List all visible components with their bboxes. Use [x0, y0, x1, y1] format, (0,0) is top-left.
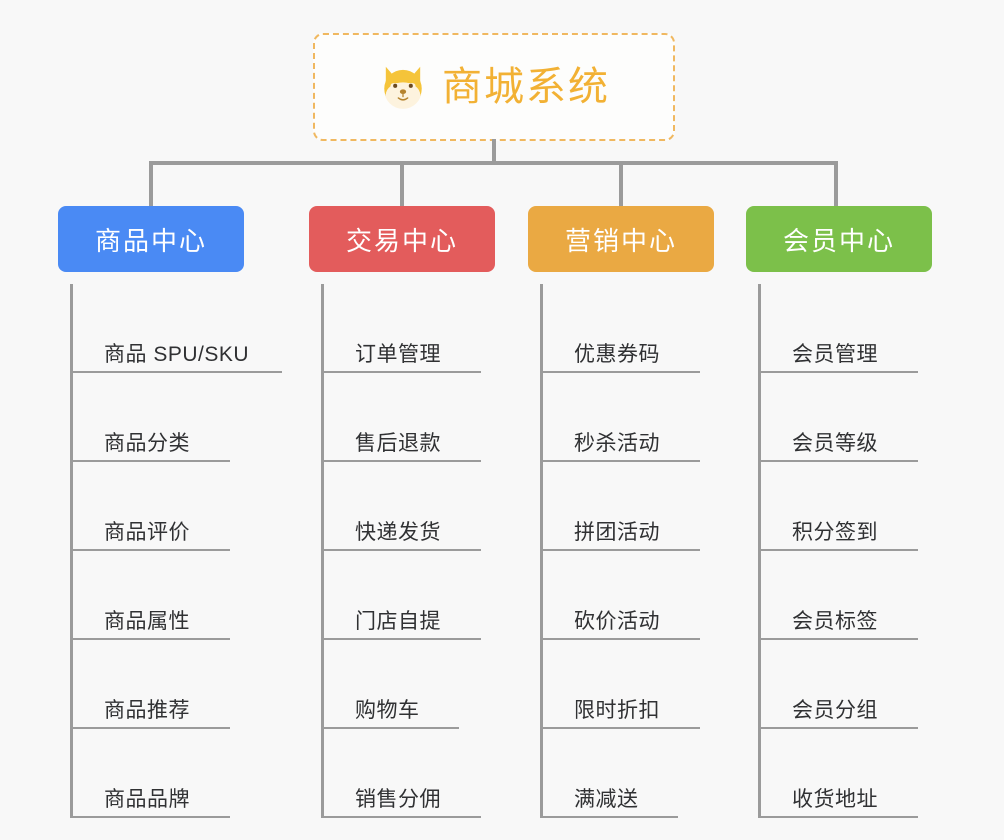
branch-column-huiyuan: 会员中心 会员管理 会员等级 积分签到 会员标签 会员分组 — [746, 206, 976, 834]
leaf-item[interactable]: 拼团活动 — [540, 462, 758, 551]
leaf-rule — [321, 371, 481, 373]
branch-header-yingxiao[interactable]: 营销中心 — [528, 206, 714, 272]
leaf-item[interactable]: 会员标签 — [758, 551, 976, 640]
leaf-rule — [758, 638, 918, 640]
leaf-label: 商品品牌 — [104, 787, 190, 811]
connector-stem — [492, 139, 496, 163]
leaf-rule — [758, 371, 918, 373]
leaf-rule — [70, 371, 282, 373]
shiba-dog-icon — [384, 66, 422, 109]
leaf-item[interactable]: 商品分类 — [70, 373, 288, 462]
leaf-label: 商品推荐 — [104, 698, 190, 722]
leaf-list-huiyuan: 会员管理 会员等级 积分签到 会员标签 会员分组 收货地址 — [758, 284, 976, 818]
leaf-rule — [70, 816, 230, 818]
leaf-item[interactable]: 砍价活动 — [540, 551, 758, 640]
leaf-label: 快递发货 — [355, 520, 441, 544]
leaf-label: 订单管理 — [355, 342, 441, 366]
leaf-rule — [70, 460, 230, 462]
leaf-label: 限时折扣 — [574, 698, 660, 722]
leaf-rule — [758, 727, 918, 729]
leaf-rule — [540, 371, 700, 373]
leaf-item[interactable]: 快递发货 — [321, 462, 539, 551]
leaf-label: 商品评价 — [104, 520, 190, 544]
leaf-item[interactable]: 积分签到 — [758, 462, 976, 551]
leaf-label: 会员管理 — [792, 342, 878, 366]
leaf-rule — [70, 638, 230, 640]
connector-drop-1 — [149, 161, 153, 207]
root-title: 商城系统 — [442, 65, 610, 109]
leaf-item[interactable]: 秒杀活动 — [540, 373, 758, 462]
leaf-label: 秒杀活动 — [574, 431, 660, 455]
leaf-label: 商品 SPU/SKU — [104, 342, 250, 366]
connector-bus — [149, 161, 838, 165]
leaf-rule — [321, 816, 481, 818]
leaf-rule — [321, 638, 481, 640]
branch-column-jiaoyi: 交易中心 订单管理 售后退款 快递发货 门店自提 购物车 — [309, 206, 539, 834]
leaf-label: 拼团活动 — [574, 520, 660, 544]
leaf-rule — [70, 549, 230, 551]
leaf-label: 销售分佣 — [355, 787, 441, 811]
leaf-list-jiaoyi: 订单管理 售后退款 快递发货 门店自提 购物车 销售分佣 — [321, 284, 539, 818]
leaf-rule — [321, 549, 481, 551]
leaf-rule — [540, 727, 700, 729]
leaf-item[interactable]: 满减送 — [540, 729, 758, 818]
leaf-rule — [758, 816, 918, 818]
leaf-item[interactable]: 门店自提 — [321, 551, 539, 640]
leaf-label: 会员标签 — [792, 609, 878, 633]
leaf-rule — [540, 638, 700, 640]
leaf-item[interactable]: 会员等级 — [758, 373, 976, 462]
leaf-item[interactable]: 收货地址 — [758, 729, 976, 818]
branch-header-jiaoyi[interactable]: 交易中心 — [309, 206, 495, 272]
leaf-rule — [758, 549, 918, 551]
branch-header-shangpin[interactable]: 商品中心 — [58, 206, 244, 272]
leaf-label: 购物车 — [355, 698, 420, 722]
leaf-item[interactable]: 商品品牌 — [70, 729, 288, 818]
branch-column-shangpin: 商品中心 商品 SPU/SKU 商品分类 商品评价 商品属性 商品推荐 — [58, 206, 288, 834]
leaf-label: 商品分类 — [104, 431, 190, 455]
leaf-item[interactable]: 商品 SPU/SKU — [70, 284, 288, 373]
leaf-item[interactable]: 购物车 — [321, 640, 539, 729]
leaf-item[interactable]: 商品推荐 — [70, 640, 288, 729]
leaf-label: 会员分组 — [792, 698, 878, 722]
root-node[interactable]: 商城系统 — [313, 33, 675, 141]
leaf-label: 收货地址 — [792, 787, 878, 811]
leaf-label: 砍价活动 — [574, 609, 660, 633]
connector-drop-3 — [619, 161, 623, 207]
connector-drop-4 — [834, 161, 838, 207]
leaf-label: 满减送 — [574, 787, 639, 811]
leaf-rule — [540, 460, 700, 462]
leaf-label: 门店自提 — [355, 609, 441, 633]
leaf-rule — [321, 460, 481, 462]
leaf-list-yingxiao: 优惠券码 秒杀活动 拼团活动 砍价活动 限时折扣 满减送 — [540, 284, 758, 818]
leaf-item[interactable]: 售后退款 — [321, 373, 539, 462]
leaf-label: 售后退款 — [355, 431, 441, 455]
leaf-item[interactable]: 销售分佣 — [321, 729, 539, 818]
branch-header-huiyuan[interactable]: 会员中心 — [746, 206, 932, 272]
leaf-item[interactable]: 商品属性 — [70, 551, 288, 640]
leaf-item[interactable]: 商品评价 — [70, 462, 288, 551]
leaf-rule — [70, 727, 230, 729]
leaf-label: 会员等级 — [792, 431, 878, 455]
leaf-item[interactable]: 会员管理 — [758, 284, 976, 373]
leaf-label: 优惠券码 — [574, 342, 660, 366]
leaf-item[interactable]: 会员分组 — [758, 640, 976, 729]
leaf-rule — [540, 816, 678, 818]
connector-drop-2 — [400, 161, 404, 207]
leaf-list-shangpin: 商品 SPU/SKU 商品分类 商品评价 商品属性 商品推荐 商品品牌 — [70, 284, 288, 818]
leaf-rule — [758, 460, 918, 462]
leaf-rule — [321, 727, 459, 729]
leaf-item[interactable]: 订单管理 — [321, 284, 539, 373]
leaf-item[interactable]: 限时折扣 — [540, 640, 758, 729]
leaf-label: 积分签到 — [792, 520, 878, 544]
leaf-label: 商品属性 — [104, 609, 190, 633]
leaf-item[interactable]: 优惠券码 — [540, 284, 758, 373]
leaf-rule — [540, 549, 700, 551]
branch-column-yingxiao: 营销中心 优惠券码 秒杀活动 拼团活动 砍价活动 限时折扣 — [528, 206, 758, 834]
